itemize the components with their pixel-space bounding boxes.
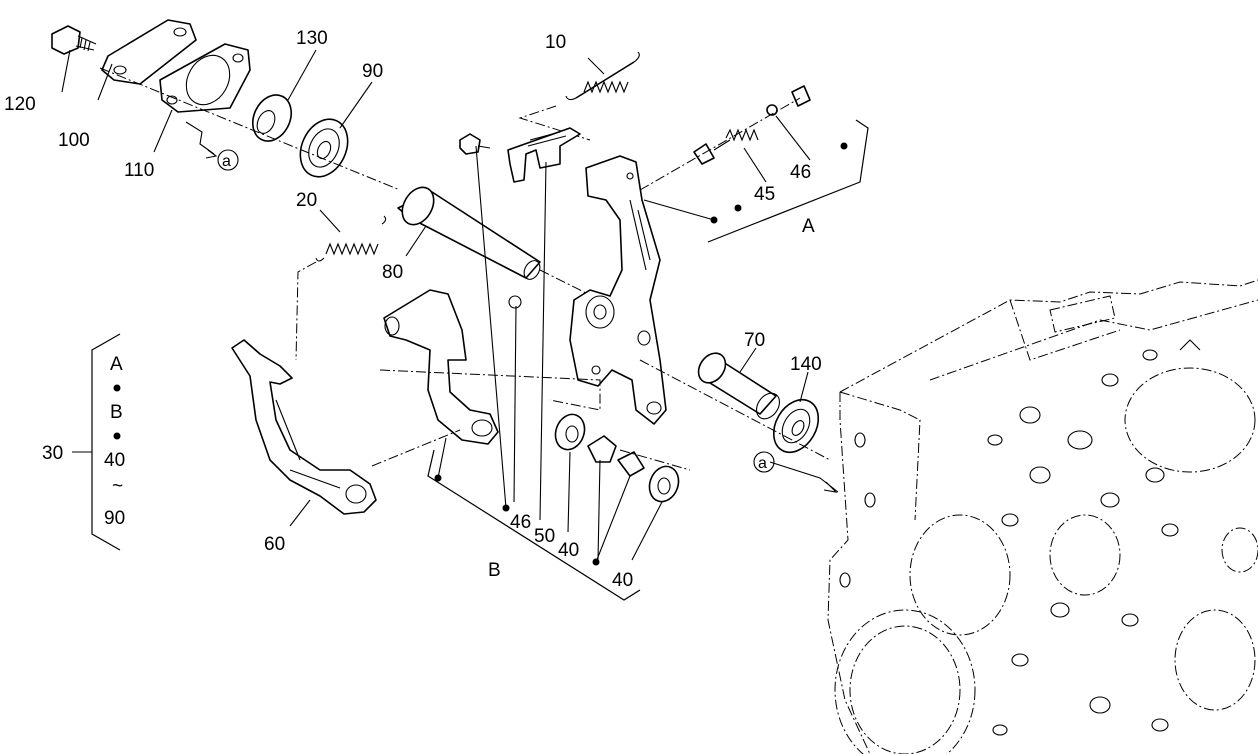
callout-100: 100 (58, 130, 90, 151)
bearing-part (299, 118, 349, 178)
lever-60 (231, 339, 461, 515)
callout-70: 70 (744, 330, 765, 351)
pin-part-a (587, 435, 617, 463)
group-label-a: A (802, 216, 815, 237)
small-bolt-part (459, 133, 491, 155)
legend-tilde: ~ (112, 476, 123, 497)
legend-bracket (72, 333, 121, 551)
ref-label-top: a (222, 153, 231, 170)
bolt-part (51, 25, 81, 55)
pipe-70 (697, 352, 781, 420)
callout-110: 110 (124, 160, 154, 181)
bearing-140 (639, 359, 831, 461)
pin-45-spring-assembly (639, 85, 811, 191)
washer-40a (554, 413, 586, 451)
callout-10: 10 (545, 32, 566, 53)
spring-10 (518, 51, 640, 141)
callout-45: 45 (754, 184, 775, 205)
legend-item-40: 40 (104, 450, 125, 471)
washer-40b (619, 449, 691, 503)
spring-20 (295, 215, 387, 361)
gasket-part (159, 43, 251, 113)
legend-item-b: B (110, 402, 123, 423)
callout-50: 50 (534, 526, 555, 547)
legend-dot-2 (113, 432, 121, 440)
ref-circle-top (217, 149, 239, 171)
group-a-bracket (643, 119, 869, 243)
callout-40-b: 40 (612, 570, 633, 591)
callout-130: 130 (296, 28, 328, 49)
ref-circle-right (753, 451, 775, 473)
cover-assembly (51, 19, 401, 191)
lever-arm (379, 289, 601, 445)
clip-50-part (507, 127, 581, 183)
callout-46-a: 46 (790, 162, 811, 183)
engine-block (827, 279, 1258, 754)
callout-30: 30 (42, 443, 63, 464)
callout-90: 90 (362, 61, 383, 82)
callout-120: 120 (4, 94, 36, 115)
lever-plate (569, 155, 667, 425)
callout-20: 20 (296, 190, 317, 211)
callout-40-a: 40 (558, 540, 579, 561)
callout-labels: 10 20 30 40 40 45 46 46 50 60 70 80 90 1… (4, 28, 822, 591)
callout-60: 60 (264, 534, 285, 555)
callout-46-b: 46 (510, 512, 531, 533)
legend-item-90: 90 (104, 508, 125, 529)
callout-80: 80 (382, 262, 403, 283)
shaft-80 (397, 186, 601, 301)
legend-item-a: A (110, 354, 123, 375)
group-label-b: B (488, 560, 501, 581)
bushing-part (251, 94, 293, 142)
pin-part-b (617, 451, 645, 477)
legend-dot-1 (113, 384, 121, 392)
callout-140: 140 (790, 354, 822, 375)
ref-label-right: a (758, 455, 767, 472)
leader-lines (61, 49, 839, 563)
